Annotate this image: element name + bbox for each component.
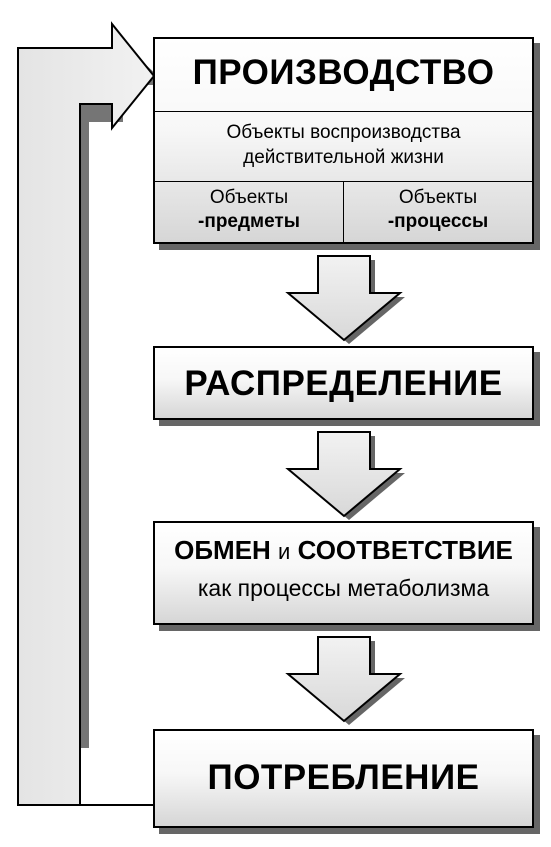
objects-items-value: -предметы [198,211,300,232]
exchange-word-correspondence: СООТВЕТСТВИЕ [297,535,513,565]
objects-items-cell: Объекты -предметы [155,182,343,242]
arrow-production-to-distribution [285,255,405,344]
distribution-title: РАСПРЕДЕЛЕНИЕ [184,364,503,403]
arrow-exchange-to-consumption [285,636,405,725]
feedback-loop-arrow [17,21,171,806]
exchange-subtitle: как процессы метаболизма [197,575,490,601]
production-description-line1: Объекты воспроизводства [226,122,461,143]
production-divider-top [155,111,532,112]
exchange-word-exchange: ОБМЕН [174,535,271,565]
consumption-box: ПОТРЕБЛЕНИЕ [153,729,534,828]
distribution-box: РАСПРЕДЕЛЕНИЕ [153,346,534,420]
production-description-line2: действительной жизни [243,147,444,168]
exchange-conjunction: и [278,539,291,564]
production-box: ПРОИЗВОДСТВО Объекты воспроизводства дей… [153,37,534,244]
consumption-title: ПОТРЕБЛЕНИЕ [207,758,480,797]
exchange-box: ОБМЕН и СООТВЕТСТВИЕ как процессы метабо… [153,521,534,625]
production-title: ПРОИЗВОДСТВО [192,53,495,92]
objects-processes-label: Объекты [398,187,478,208]
production-divider-middle [155,181,532,182]
arrow-distribution-to-exchange [285,431,405,520]
exchange-title: ОБМЕН и СООТВЕТСТВИЕ [155,535,532,566]
objects-processes-cell: Объекты -процессы [343,182,532,242]
objects-items-label: Объекты [209,187,289,208]
objects-processes-value: -процессы [387,211,489,232]
production-objects-row: Объекты -предметы Объекты -процессы [155,182,532,242]
